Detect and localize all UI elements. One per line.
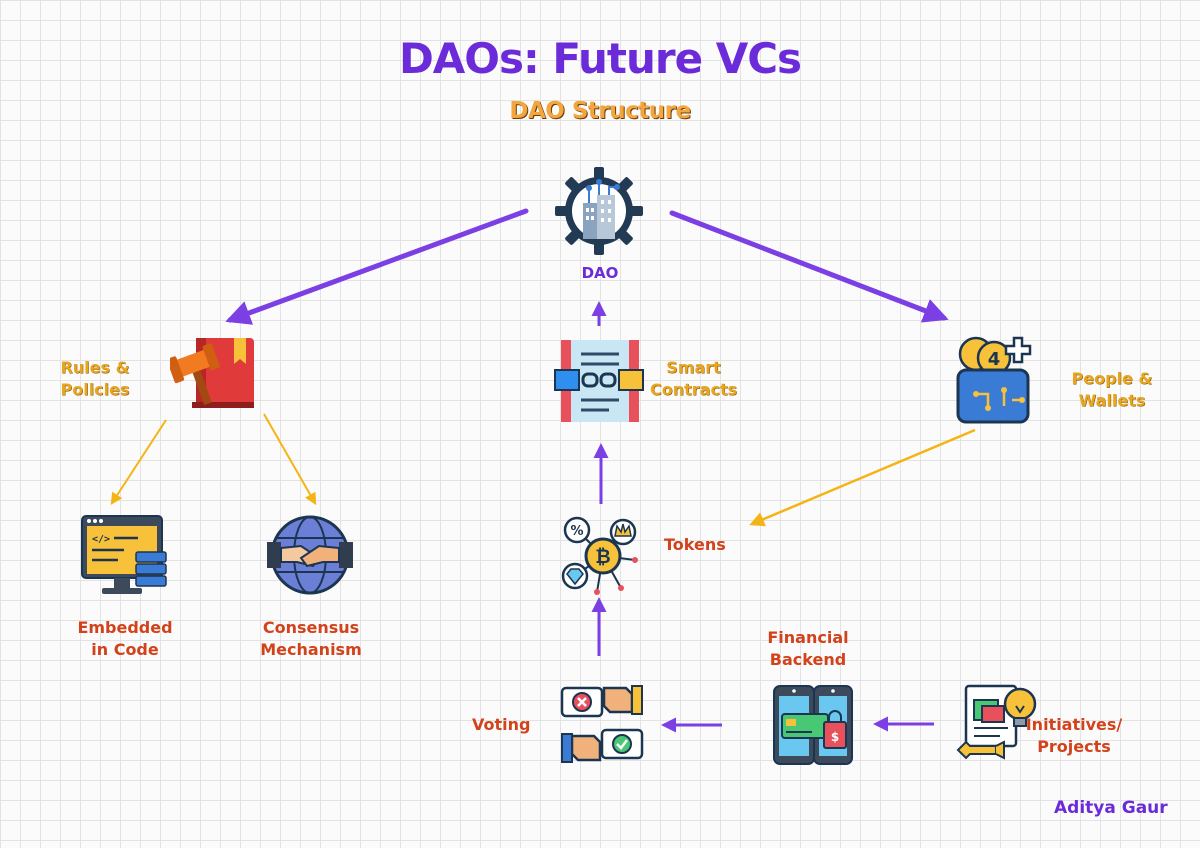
people-label: People & Wallets	[1062, 368, 1162, 412]
author-credit: Aditya Gaur	[1054, 798, 1168, 818]
thumbs-vote-icon	[560, 685, 644, 763]
smart-contracts-label: Smart Contracts	[650, 357, 737, 401]
embedded-label-line1: Embedded	[77, 618, 173, 637]
arrow-rules-to-embedded	[110, 419, 167, 506]
embedded-label-line2: in Code	[91, 640, 159, 659]
rules-label: Rules & Policies	[45, 357, 145, 401]
crypto-wallet-icon: 4	[956, 336, 1032, 424]
idea-project-icon	[956, 684, 1037, 760]
svg-text:</>: </>	[92, 534, 110, 545]
svg-text:%: %	[570, 524, 583, 539]
financial-label-line2: Backend	[769, 650, 847, 669]
code-monitor-icon: </>	[81, 515, 167, 594]
arrow-dao-to-rules	[225, 208, 529, 325]
initiatives-label: Initiatives/ Projects	[1024, 714, 1124, 758]
dao-label: DAO	[581, 264, 619, 282]
page-title: DAOs: Future VCs	[398, 34, 802, 83]
svg-text:4: 4	[988, 349, 1001, 370]
law-book-gavel-icon	[170, 338, 254, 408]
globe-handshake-icon	[267, 515, 353, 595]
arrow-rules-to-consensus	[263, 413, 317, 506]
tokens-label: Tokens	[664, 535, 726, 554]
arrow-people-to-tokens	[749, 428, 976, 527]
smart-contracts-line1: Smart	[666, 358, 721, 377]
svg-text:$: $	[831, 730, 839, 744]
token-network-icon: % ₿	[561, 516, 638, 595]
consensus-label-line2: Mechanism	[260, 640, 362, 659]
initiatives-label-line2: Projects	[1037, 737, 1111, 756]
svg-text:₿: ₿	[595, 546, 610, 568]
initiatives-label-line1: Initiatives/	[1025, 715, 1123, 734]
embedded-label: Embedded in Code	[60, 617, 190, 661]
rules-label-line1: Rules &	[60, 358, 130, 377]
mobile-finance-icon: $	[773, 685, 853, 765]
page-subtitle: DAO Structure	[509, 98, 691, 124]
voting-label: Voting	[472, 715, 531, 734]
gear-building-icon	[555, 167, 643, 255]
contract-chain-icon	[554, 340, 644, 422]
people-label-line1: People &	[1071, 369, 1153, 388]
arrow-dao-to-people	[669, 210, 949, 323]
financial-label-line1: Financial	[767, 628, 849, 647]
consensus-label-line1: Consensus	[262, 618, 360, 637]
consensus-label: Consensus Mechanism	[246, 617, 376, 661]
smart-contracts-line2: Contracts	[650, 380, 738, 399]
financial-label: Financial Backend	[748, 627, 868, 671]
rules-label-line2: Policies	[60, 380, 130, 399]
people-label-line2: Wallets	[1078, 391, 1146, 410]
